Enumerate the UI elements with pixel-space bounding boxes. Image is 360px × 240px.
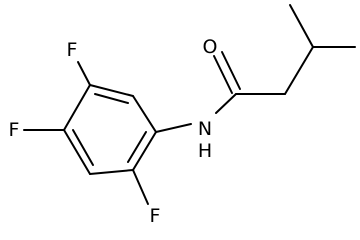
structure-canvas: F F F O N H bbox=[9, 4, 356, 227]
fluorine-left-label: F bbox=[9, 119, 20, 141]
ring-bond-c4-c5 bbox=[89, 169, 134, 175]
bond-ch2-ch bbox=[284, 46, 314, 95]
ring-bond-c3-c4 bbox=[132, 131, 157, 171]
bond-c1-fluorine-top bbox=[77, 61, 91, 86]
oxygen-label: O bbox=[203, 36, 218, 58]
bond-nitrogen-carbonyl bbox=[215, 93, 237, 114]
bond-carbonyl-oxygen-2 bbox=[221, 51, 241, 90]
bond-c4-fluorine-bottom bbox=[132, 169, 149, 205]
bond-carbonyl-oxygen-1 bbox=[213, 55, 233, 94]
amide-nitrogen-label: N bbox=[198, 118, 212, 140]
fluorine-bottom-label: F bbox=[150, 205, 161, 227]
atom-labels: F F F O N H bbox=[9, 36, 218, 227]
bond-ch-methyl-top bbox=[289, 4, 314, 48]
bonds bbox=[23, 4, 356, 205]
ring-double-bond-inner-top bbox=[94, 93, 129, 104]
ring-double-bond-inner-left bbox=[72, 129, 94, 166]
ring-bond-c2-c3 bbox=[132, 95, 157, 133]
fluorine-top-label: F bbox=[67, 39, 78, 61]
molecule-drawing: F F F O N H bbox=[9, 4, 356, 227]
ring-bond-c5-c6 bbox=[63, 129, 91, 175]
ring-double-bond-inner-right bbox=[127, 131, 147, 163]
amide-hydrogen-label: H bbox=[198, 140, 212, 162]
bond-c3-nitrogen bbox=[155, 123, 192, 133]
ring-bond-c1-c2 bbox=[89, 84, 134, 97]
ring-bond-c6-c1 bbox=[63, 84, 91, 131]
